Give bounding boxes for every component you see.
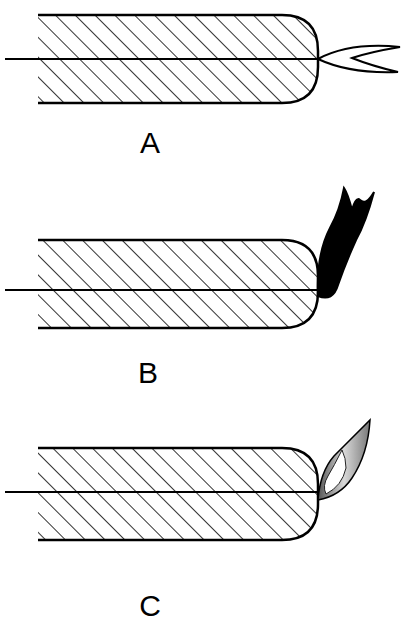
candle-rod <box>5 15 318 103</box>
flame-core <box>324 450 346 494</box>
candle-rod <box>5 448 318 540</box>
candle-rod <box>5 240 318 328</box>
flame <box>318 188 374 298</box>
figure-label: C <box>139 591 161 621</box>
flame <box>318 46 400 72</box>
flame <box>318 420 370 500</box>
figure-label: B <box>138 358 158 388</box>
figure-label: A <box>140 128 160 158</box>
